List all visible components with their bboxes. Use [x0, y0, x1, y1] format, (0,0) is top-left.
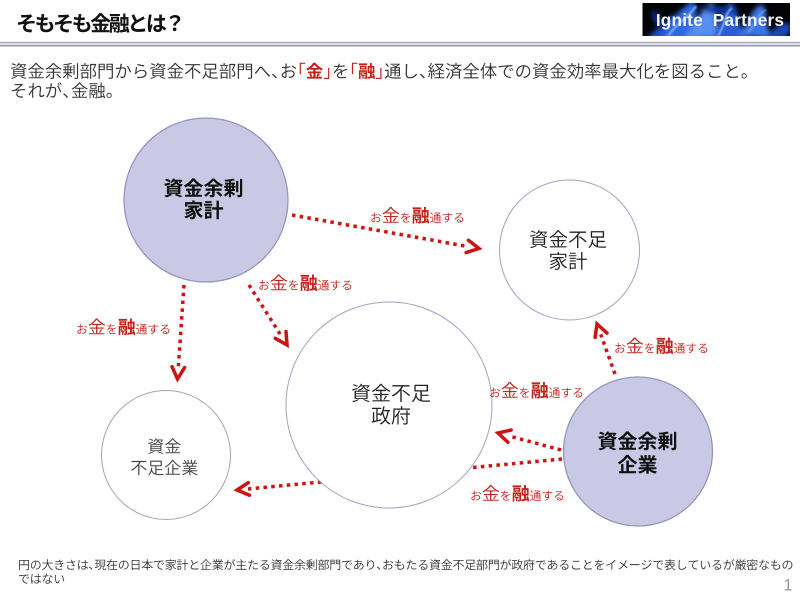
svg-text:1: 1 [783, 577, 792, 595]
svg-text:Ignite Partners: Ignite Partners [656, 10, 784, 30]
